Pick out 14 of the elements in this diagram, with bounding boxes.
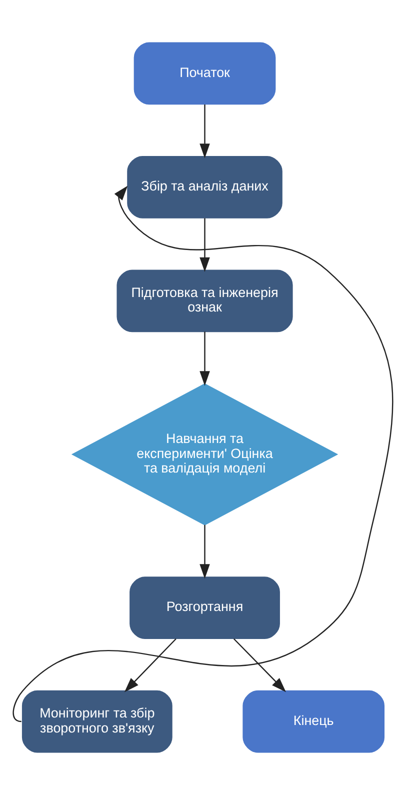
- arrow: [124, 638, 176, 692]
- node-box: Підготовка та інженерія ознак: [116, 269, 293, 332]
- arrow: [200, 218, 210, 272]
- arrow: [233, 638, 286, 692]
- node-diamond: Навчання та експерименти' Оцінка та валідація моделі: [71, 382, 338, 525]
- node-box: Розгортання: [130, 576, 280, 638]
- node-box: Початок: [134, 42, 276, 104]
- node-box: Моніторинг та збір зворотного зв'язку: [22, 690, 172, 752]
- arrow: [200, 331, 210, 386]
- arrow: [13, 185, 394, 722]
- arrow: [200, 104, 210, 158]
- arrow: [200, 524, 210, 578]
- node-box: Кінець: [242, 690, 385, 752]
- node-box: Збір та аналіз даних: [127, 156, 282, 218]
